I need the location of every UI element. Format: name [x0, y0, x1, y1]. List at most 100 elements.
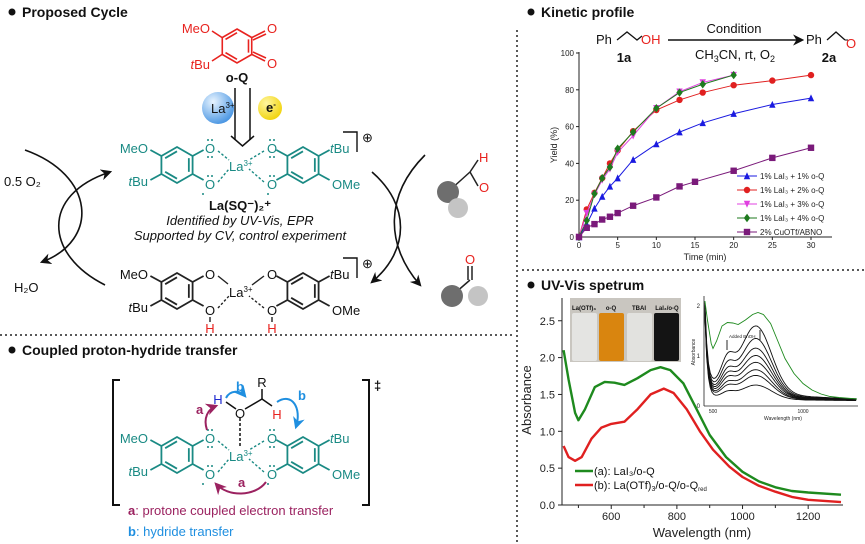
y-axis-label: Yield (%): [549, 127, 559, 163]
legend-pcet: a: protone coupled electron transfer: [128, 503, 334, 518]
tbu-label: tBu: [128, 174, 148, 189]
bullet-icon: [8, 346, 16, 354]
data-point: [769, 77, 776, 84]
substituent-bond: [275, 275, 288, 283]
data-point: [743, 186, 751, 194]
proposed-cycle-section: Proposed Cycle MeO tBu O O o-Q La3+ e- M…: [4, 4, 489, 336]
series-line: [578, 74, 734, 238]
data-point: [583, 216, 590, 225]
pcet-arrow-a: [204, 403, 219, 431]
alcohol-to-carbonyl-arrow: [393, 154, 426, 287]
substituent-bond: [149, 463, 162, 471]
section-title: Coupled proton-hydride transfer: [22, 342, 238, 358]
double-bond: [225, 51, 238, 60]
inset-curve-green: [704, 300, 858, 400]
data-point: [699, 89, 706, 96]
substituent-bond: [192, 439, 205, 447]
data-point: [599, 192, 606, 200]
electron-label: e-: [266, 100, 276, 115]
data-point: [591, 204, 598, 212]
double-bond: [290, 171, 304, 180]
semiquinone-unit-right: [275, 435, 331, 475]
inset-y-tick-label: 0: [697, 404, 701, 410]
double-bond: [290, 461, 304, 470]
x-tick-label: 800: [668, 511, 686, 523]
oxidation-cycle-arrow: [58, 169, 113, 286]
hydrogen-label: H: [205, 321, 214, 336]
substituent-bond: [192, 149, 205, 157]
meo-label: MeO: [120, 431, 148, 446]
x-axis-label: Wavelength (nm): [653, 525, 752, 540]
oxygen-label: O: [205, 467, 215, 482]
double-bond: [164, 461, 178, 470]
data-point: [743, 228, 751, 236]
section-title: Kinetic profile: [541, 4, 635, 20]
data-point: [676, 96, 683, 104]
data-point: [606, 182, 614, 190]
la-label: La3+: [229, 285, 253, 300]
coordination-bonds: [217, 440, 265, 473]
series-line: [578, 74, 734, 238]
double-bond: [164, 297, 178, 306]
data-point: [743, 172, 751, 180]
oxygen-label: O: [267, 303, 277, 318]
data-point: [599, 173, 606, 183]
data-point: [591, 189, 598, 198]
legend-hydride: b: hydride transfer: [128, 524, 234, 539]
double-bond: [164, 171, 178, 180]
data-point: [614, 144, 621, 153]
arrow-b-label: b: [236, 379, 244, 394]
x-axis-label: Time (min): [684, 252, 727, 262]
substituent-bond: [318, 173, 331, 181]
series-line-a: [562, 349, 842, 496]
inset-background: [704, 296, 858, 406]
inset-curve: [704, 302, 857, 400]
vial-label: LaI₃/o-Q: [655, 306, 679, 312]
lanthanum-ion-ball: [202, 92, 234, 124]
oxygen-label: O: [267, 431, 277, 446]
x-tick-label: 10: [652, 241, 661, 250]
data-point: [606, 162, 614, 172]
substituent-bond: [318, 439, 331, 447]
inset-y-label: Absorbance: [691, 338, 697, 365]
legend-label: 1% LaI₃ + 1% o-Q: [760, 172, 824, 181]
positive-charge-icon: ⊕: [362, 256, 373, 271]
series-line: [578, 74, 812, 238]
inset-x-tick-label: 500: [709, 409, 718, 415]
inset-curve: [704, 316, 857, 401]
semiquinone-unit-right: [275, 145, 331, 185]
hydride-hydrogen-label: H: [272, 407, 281, 422]
benzene-ring: [160, 145, 194, 185]
oxygen-label: O: [267, 267, 277, 282]
data-point: [730, 110, 737, 117]
oxygen-label: O: [205, 267, 215, 282]
condition-label: Condition: [707, 21, 762, 36]
data-point: [807, 71, 815, 79]
catechol-unit-left: [149, 271, 205, 311]
data-point: [807, 94, 815, 102]
y-axis-label: Absorbance: [519, 365, 534, 434]
y-tick-label: 2.0: [540, 353, 555, 365]
oxygen-label: O: [267, 56, 277, 71]
y-tick-label: 1.0: [540, 426, 555, 438]
complex-labels-teal: MeO tBu O O O O tBu OMe La3+: [120, 139, 360, 195]
data-point: [583, 209, 590, 217]
tbu-label: tBu: [330, 431, 350, 446]
x-tick-label: 1000: [730, 511, 754, 523]
y-tick-label: 80: [565, 86, 574, 95]
double-bond: [290, 276, 304, 285]
y-tick-label: 20: [565, 196, 574, 205]
tbu-label: tBu: [330, 141, 350, 156]
data-point: [730, 82, 737, 89]
kinetic-section: Kinetic profile Ph OH 1a Condition CH3CN…: [527, 4, 856, 262]
charge-bracket: [343, 131, 358, 152]
bullet-icon: [8, 8, 16, 16]
data-point: [606, 213, 614, 220]
substituent-bond: [318, 149, 331, 157]
product-o: O: [846, 36, 856, 51]
vials-photo: La(OTf)₃ o-Q TBAI LaI₃/o-Q: [570, 298, 681, 362]
section-title: UV-Vis spetrum: [541, 277, 644, 293]
ome-label: OMe: [332, 467, 360, 482]
